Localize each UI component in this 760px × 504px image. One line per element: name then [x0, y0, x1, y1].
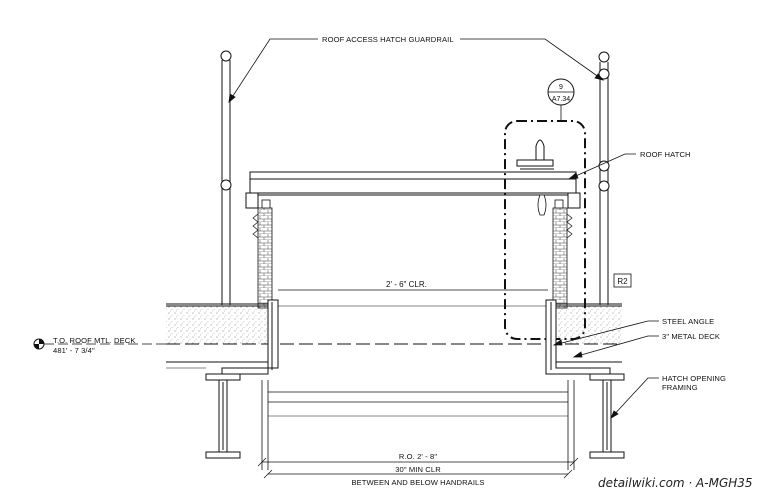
steel-angle-leader — [552, 320, 659, 346]
bottom-dimensions — [257, 457, 579, 479]
hatch-handle — [516, 139, 554, 170]
elevation-value: 481' - 7 3/4" — [53, 346, 95, 355]
framing-beam-right — [589, 373, 625, 459]
guardrail-left — [220, 50, 232, 305]
guardrail-leader — [228, 38, 605, 103]
roof-hatch-label: ROOF HATCH — [640, 150, 691, 159]
rough-opening-label: R.O. 2' - 8" — [399, 452, 437, 461]
revision-tag: R2 — [613, 273, 632, 288]
framing-label-1: HATCH OPENING — [662, 374, 726, 383]
hatch-lid — [245, 171, 581, 209]
roof-insulation-right — [552, 306, 622, 344]
roof-insulation-left — [166, 306, 268, 344]
guardrail-right — [598, 51, 610, 305]
svg-text:R2: R2 — [617, 277, 628, 286]
metal-deck-leader — [572, 335, 659, 358]
detail-sheet: A7.34 — [552, 96, 570, 103]
framing-beam-left — [205, 373, 241, 459]
between-label: BETWEEN AND BELOW HANDRAILS — [351, 478, 484, 487]
opening-below — [166, 367, 575, 470]
steel-angle-right — [545, 299, 611, 375]
watermark: detailwiki.com · A-MGH35 — [598, 476, 753, 490]
steel-angle-left — [221, 299, 279, 375]
curb-left — [252, 199, 273, 309]
framing-leader — [610, 377, 659, 419]
clear-dim-label: 2' - 6" CLR. — [386, 280, 427, 289]
roof-hatch-leader — [567, 153, 636, 180]
framing-label-2: FRAMING — [662, 383, 698, 392]
detail-callout: 9 A7.34 — [504, 78, 586, 340]
min-clear-label: 30" MIN CLR — [395, 465, 441, 474]
elevation-marker — [33, 338, 166, 350]
detail-number: 9 — [559, 84, 563, 91]
curb-right — [537, 194, 573, 309]
steel-angle-label: STEEL ANGLE — [662, 317, 714, 326]
guardrail-label: ROOF ACCESS HATCH GUARDRAIL — [322, 35, 454, 44]
metal-deck-label: 3" METAL DECK — [662, 332, 720, 341]
elevation-name: T.O. ROOF MTL. DECK — [53, 336, 135, 345]
